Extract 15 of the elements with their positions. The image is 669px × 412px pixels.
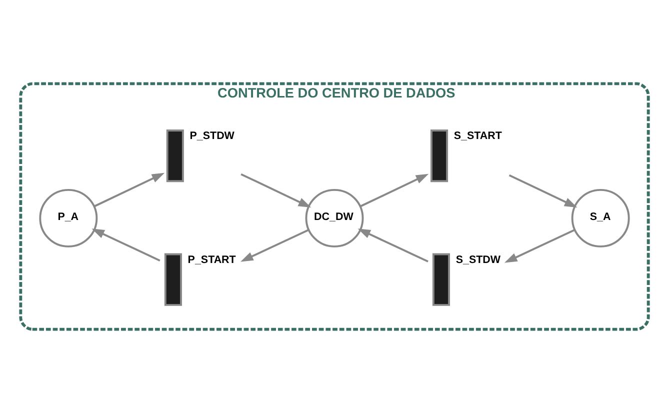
node-label: S_STDW [456, 253, 501, 266]
arrow [240, 172, 312, 208]
node-circle: S_A [571, 188, 630, 247]
arrow [92, 228, 160, 261]
arrow [94, 172, 165, 207]
node-label: P_STDW [190, 130, 234, 142]
arrow [240, 228, 309, 262]
node-circle: DC_DW [305, 188, 364, 247]
node-circle: P_A [39, 188, 98, 247]
node-label: P_START [188, 253, 236, 266]
arrow [508, 174, 578, 208]
arrow [358, 228, 428, 262]
arrow [360, 173, 429, 207]
arrow [504, 228, 575, 262]
node-label: S_START [454, 130, 502, 142]
